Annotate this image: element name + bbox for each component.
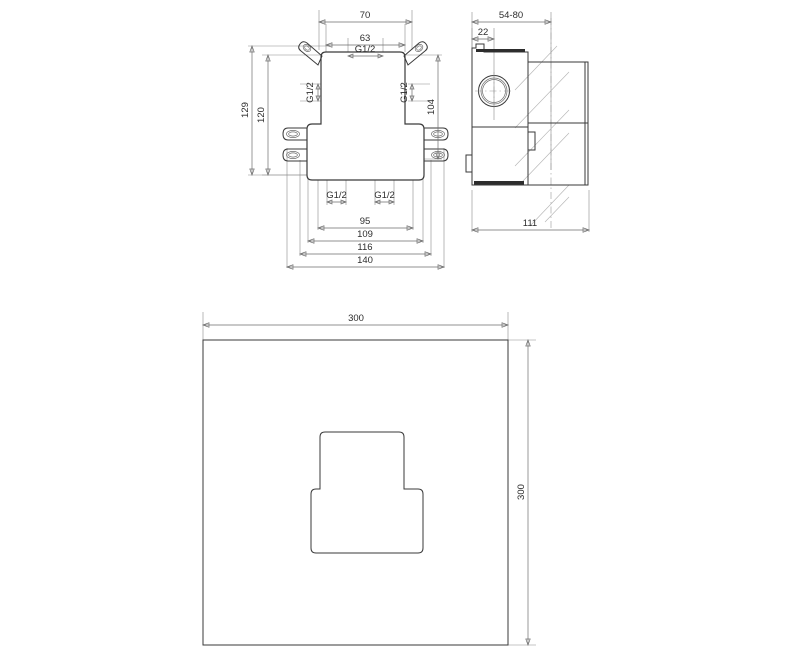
dim-104-label: 104: [426, 99, 437, 115]
dim-104: 104: [426, 53, 441, 161]
front-view: 70 63 G1/2 G1/2 G1/2: [240, 10, 449, 270]
dim-95: 95: [316, 216, 415, 231]
plate-view-extension-lines: [202, 312, 536, 646]
dim-111: 111: [470, 218, 591, 233]
dim-70: 70: [317, 10, 414, 25]
port-label-bottom-right: G1/2: [374, 190, 395, 205]
dim-140-label: 140: [357, 255, 373, 266]
port-label-bottom-left-text: G1/2: [326, 190, 347, 201]
dim-140: 140: [285, 255, 446, 270]
port-label-top-text: G1/2: [355, 44, 376, 55]
port-label-top: G1/2: [347, 44, 384, 59]
port-label-right: G1/2: [399, 82, 415, 103]
dim-70-label: 70: [360, 10, 371, 21]
port-label-right-text: G1/2: [399, 82, 410, 103]
dim-120: 120: [256, 53, 271, 177]
dim-116: 116: [298, 242, 433, 257]
front-view-top-mounting-ears: [298, 41, 428, 66]
port-label-bottom-left: G1/2: [326, 190, 347, 205]
dim-54-80-label: 54-80: [499, 10, 523, 21]
dim-111-label: 111: [523, 218, 537, 229]
dim-22: 22: [470, 27, 496, 42]
dim-300-width-label: 300: [348, 313, 364, 324]
dim-109: 109: [306, 229, 425, 244]
port-label-left-text: G1/2: [305, 82, 316, 103]
side-view: 54-80 22 111: [465, 10, 591, 233]
side-view-body-outline: [465, 43, 589, 186]
dim-129: 129: [240, 44, 255, 177]
dim-116-label: 116: [357, 242, 372, 253]
dim-300-width: 300: [201, 313, 510, 328]
dim-22-label: 22: [478, 27, 489, 38]
port-label-bottom-right-text: G1/2: [374, 190, 395, 201]
dim-300-height: 300: [516, 338, 531, 647]
dim-95-label: 95: [360, 216, 371, 227]
dim-63-label: 63: [360, 33, 371, 44]
side-view-wall-hatching: [514, 45, 570, 227]
port-label-left: G1/2: [305, 82, 321, 103]
dim-129-label: 129: [240, 102, 251, 118]
dim-120-label: 120: [256, 107, 267, 123]
dim-300-height-label: 300: [516, 484, 527, 500]
side-view-extension-lines: [471, 12, 590, 232]
plate-outline: [202, 339, 509, 646]
side-view-port-circle: [475, 72, 513, 110]
dim-63: 63: [324, 33, 407, 48]
plate-view: 300 300: [201, 312, 536, 647]
dim-54-80: 54-80: [470, 10, 553, 25]
front-view-body-outline: [306, 51, 425, 181]
plate-cutout: [310, 431, 424, 554]
dim-109-label: 109: [357, 229, 373, 240]
